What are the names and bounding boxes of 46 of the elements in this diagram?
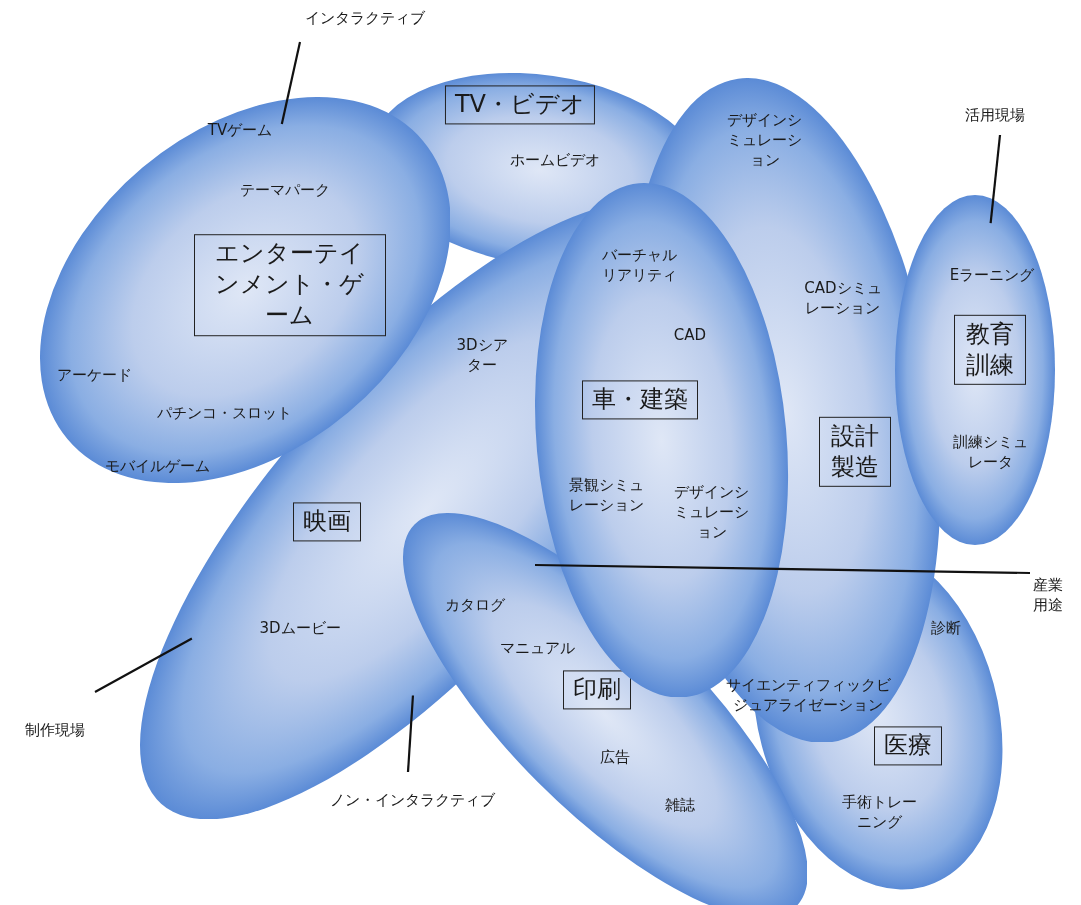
category-title: 医療 xyxy=(884,730,932,762)
callout-label: 制作現場 xyxy=(25,719,85,741)
category-title: エンターテインメント・ゲーム xyxy=(214,238,366,332)
application-label: 診断 xyxy=(931,617,961,639)
category-box xyxy=(874,726,942,766)
callout-label: 産業用途 xyxy=(1028,574,1068,616)
application-label: 3Dムービー xyxy=(259,617,341,639)
application-label: ホームビデオ xyxy=(510,149,600,171)
leader-line xyxy=(406,695,415,773)
leader-line xyxy=(535,563,1030,575)
callout-label: 活用現場 xyxy=(965,104,1025,126)
leader-line xyxy=(280,41,302,125)
callout-label: ノン・インタラクティブ xyxy=(329,789,495,811)
application-label: マニュアル xyxy=(500,637,576,659)
application-label: Eラーニング xyxy=(949,264,1035,286)
category-title: 車・建築 xyxy=(592,384,688,416)
category-box xyxy=(582,380,698,420)
application-label: デザインシミュレーション xyxy=(673,481,751,543)
application-label: CADシミュレーション xyxy=(803,277,883,319)
application-label: デザインシミュレーション xyxy=(726,109,804,171)
leader-line xyxy=(989,134,1002,224)
category-title: TV・ビデオ xyxy=(454,89,585,121)
application-label: カタログ xyxy=(445,594,505,616)
application-label: 雑誌 xyxy=(665,794,695,816)
category-title: 印刷 xyxy=(573,674,621,706)
application-label: パチンコ・スロット xyxy=(157,402,293,424)
application-label: テーマパーク xyxy=(240,179,330,201)
callout-label: インタラクティブ xyxy=(305,7,425,29)
application-label: CAD xyxy=(673,324,707,346)
application-label: 景観シミュレーション xyxy=(568,474,646,516)
application-label: 広告 xyxy=(600,746,630,768)
category-box xyxy=(954,314,1026,386)
application-label: 手術トレーニング xyxy=(841,791,919,833)
leader-line xyxy=(94,637,193,693)
category-title: 映画 xyxy=(303,506,351,538)
application-label: アーケード xyxy=(57,364,133,386)
application-label: モバイルゲーム xyxy=(105,455,211,477)
category-box xyxy=(293,502,361,542)
category-title: 設計製造 xyxy=(830,420,880,483)
category-title: 教育訓練 xyxy=(965,318,1015,381)
application-label: TVゲーム xyxy=(207,119,273,141)
application-label: バーチャルリアリティ xyxy=(601,244,679,286)
category-box xyxy=(194,234,386,336)
category-box xyxy=(819,416,891,488)
application-label: 3Dシアター xyxy=(455,334,509,376)
application-label: 訓練シミュレータ xyxy=(951,431,1029,473)
